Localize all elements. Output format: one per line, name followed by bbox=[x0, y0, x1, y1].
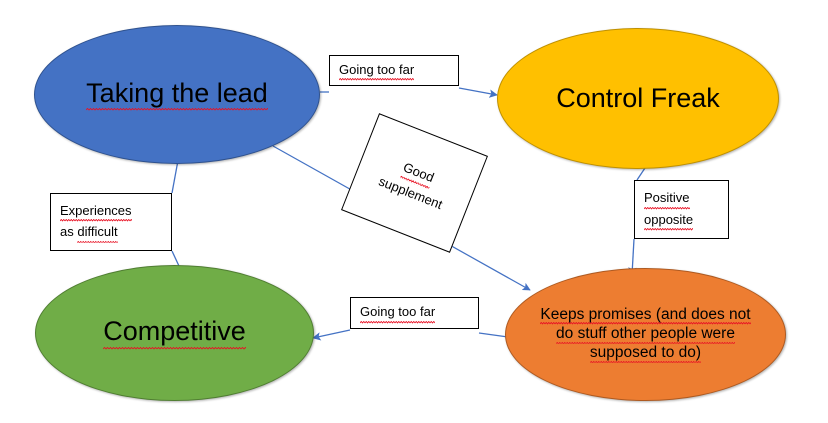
node-taking-the-lead[interactable]: Taking the lead bbox=[34, 25, 320, 164]
edge-label-experiences-as-difficult[interactable]: Experiences as difficult bbox=[50, 193, 172, 251]
edge-label-difficult-word: difficult bbox=[77, 222, 118, 244]
node-keeps-promises-label: Keeps promises (and does not do stuff ot… bbox=[526, 305, 764, 364]
edge-label-good-supplement[interactable]: Good supplement bbox=[341, 113, 488, 253]
edge-label-going-too-far-bottom[interactable]: Going too far bbox=[350, 297, 479, 329]
node-competitive[interactable]: Competitive bbox=[35, 265, 314, 401]
node-taking-the-lead-label: Taking the lead bbox=[76, 77, 278, 112]
node-control-freak-label: Control Freak bbox=[556, 82, 720, 113]
node-keeps-promises[interactable]: Keeps promises (and does not do stuff ot… bbox=[505, 268, 786, 401]
edge-taking-to-control bbox=[320, 87, 498, 98]
node-competitive-label: Competitive bbox=[93, 316, 256, 350]
edge-label-going-too-far-top[interactable]: Going too far bbox=[329, 55, 459, 86]
node-control-freak[interactable]: Control Freak bbox=[497, 28, 779, 169]
edge-competitive-to-taking bbox=[171, 154, 182, 267]
edge-keeps-to-competitive bbox=[312, 329, 509, 341]
edge-label-positive-opposite[interactable]: Positive opposite bbox=[634, 180, 729, 239]
